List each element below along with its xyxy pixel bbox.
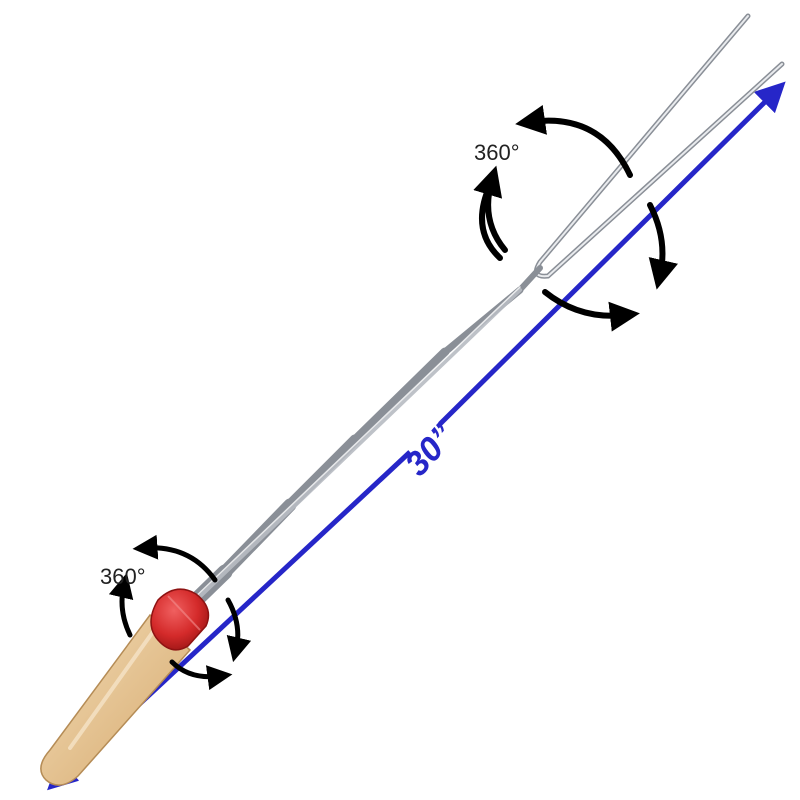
red-cap	[150, 588, 210, 651]
telescoping-rod	[182, 286, 524, 614]
rotation-arrow-bottom-icon	[108, 534, 252, 691]
wooden-handle	[40, 613, 192, 786]
rotation-label-top: 360°	[474, 140, 520, 165]
rotation-label-bottom: 360°	[100, 564, 146, 589]
rotation-arrow-top-icon	[473, 105, 678, 332]
length-label: 30”	[398, 417, 463, 483]
fork-prongs	[515, 13, 785, 295]
